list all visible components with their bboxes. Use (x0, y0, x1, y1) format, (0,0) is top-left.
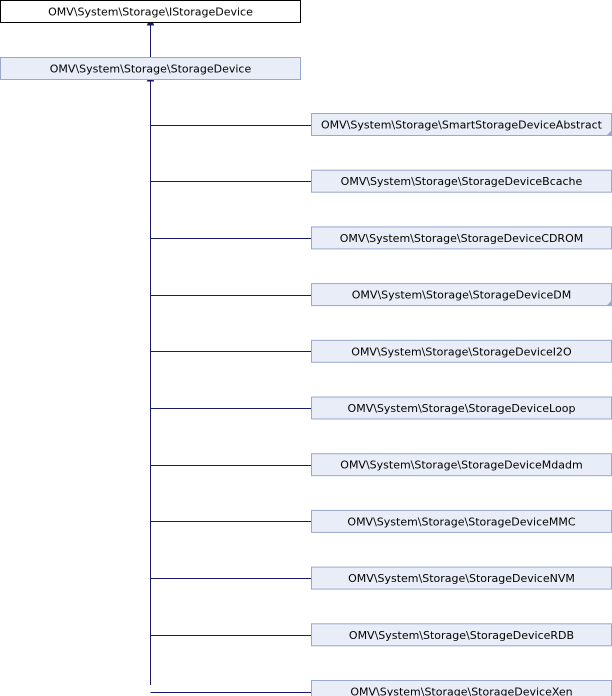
derived-class-node-storagedevicexen[interactable]: OMV\System\Storage\StorageDeviceXen (311, 680, 612, 696)
derived-class-node-storagedevicebcache[interactable]: OMV\System\Storage\StorageDeviceBcache (311, 169, 612, 193)
interface-node-istoragedevice[interactable]: OMV\System\Storage\IStorageDevice (0, 0, 301, 23)
derived-classes: OMV\System\Storage\SmartStorageDeviceAbs… (311, 113, 612, 696)
derived-class-node-storagedevicei2o[interactable]: OMV\System\Storage\StorageDeviceI2O (311, 339, 612, 363)
derived-class-node-storagedevicecdrom[interactable]: OMV\System\Storage\StorageDeviceCDROM (311, 226, 612, 250)
inheritance-edges (151, 25, 312, 693)
derived-class-label: OMV\System\Storage\StorageDeviceRDB (349, 629, 574, 642)
derived-class-label: OMV\System\Storage\StorageDeviceMMC (347, 515, 575, 528)
derived-class-label: OMV\System\Storage\StorageDeviceDM (352, 289, 571, 302)
derived-class-label: OMV\System\Storage\StorageDeviceCDROM (340, 232, 583, 245)
derived-class-label: OMV\System\Storage\StorageDeviceBcache (341, 175, 583, 188)
derived-class-node-storagedevicerdb[interactable]: OMV\System\Storage\StorageDeviceRDB (311, 623, 612, 647)
base-class-label: OMV\System\Storage\StorageDevice (50, 63, 252, 76)
interface-box (0, 0, 301, 23)
derived-class-label: OMV\System\Storage\SmartStorageDeviceAbs… (321, 119, 603, 132)
derived-class-label: OMV\System\Storage\StorageDeviceNVM (348, 572, 575, 585)
derived-class-node-smartstoragedeviceabstract[interactable]: OMV\System\Storage\SmartStorageDeviceAbs… (311, 113, 612, 136)
derived-class-label: OMV\System\Storage\StorageDeviceI2O (351, 345, 572, 358)
derived-class-node-storagedeviceloop[interactable]: OMV\System\Storage\StorageDeviceLoop (311, 396, 612, 420)
has-subclasses-corner-icon (606, 130, 612, 136)
derived-class-label: OMV\System\Storage\StorageDeviceLoop (348, 402, 576, 415)
interface-label: OMV\System\Storage\IStorageDevice (48, 6, 253, 19)
base-class-box (0, 57, 301, 80)
inheritance-branches (150, 125, 312, 693)
derived-class-label: OMV\System\Storage\StorageDeviceXen (350, 686, 572, 696)
has-subclasses-corner-icon (606, 300, 612, 306)
derived-class-label: OMV\System\Storage\StorageDeviceMdadm (340, 459, 582, 472)
derived-class-node-storagedevicemdadm[interactable]: OMV\System\Storage\StorageDeviceMdadm (311, 453, 612, 477)
derived-class-node-storagedevicedm[interactable]: OMV\System\Storage\StorageDeviceDM (311, 283, 612, 307)
derived-class-node-storagedevicenvm[interactable]: OMV\System\Storage\StorageDeviceNVM (311, 566, 612, 590)
derived-class-node-storagedevicemmc[interactable]: OMV\System\Storage\StorageDeviceMMC (311, 509, 612, 533)
base-class-node-storagedevice[interactable]: OMV\System\Storage\StorageDevice (0, 57, 301, 80)
